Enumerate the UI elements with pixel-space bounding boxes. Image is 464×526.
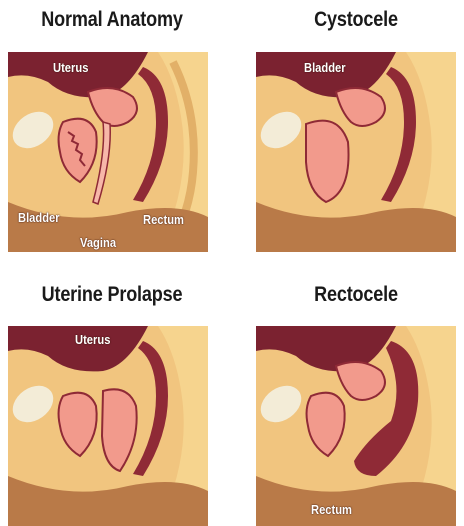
- panel-title-uterine-prolapse: Uterine Prolapse: [26, 283, 198, 307]
- cystocele-svg: [256, 52, 456, 252]
- label-bladder: Bladder: [18, 210, 60, 225]
- normal-anatomy-illustration: Uterus Bladder Vagina Rectum: [8, 52, 208, 252]
- cystocele-illustration: Bladder: [256, 52, 456, 252]
- rectocele-svg: [256, 326, 456, 526]
- label-vagina: Vagina: [80, 235, 116, 250]
- label-uterus: Uterus: [53, 60, 88, 75]
- panel-title-cystocele: Cystocele: [270, 8, 442, 32]
- panel-title-normal-anatomy: Normal Anatomy: [26, 8, 198, 32]
- panel-title-rectocele: Rectocele: [270, 283, 442, 307]
- rectocele-illustration: Rectum: [256, 326, 456, 526]
- label-rectum: Rectum: [143, 212, 184, 227]
- label-rectum: Rectum: [311, 502, 352, 517]
- uterine-prolapse-svg: [8, 326, 208, 526]
- uterine-prolapse-illustration: Uterus: [8, 326, 208, 526]
- label-uterus: Uterus: [75, 332, 110, 347]
- label-bladder: Bladder: [304, 60, 346, 75]
